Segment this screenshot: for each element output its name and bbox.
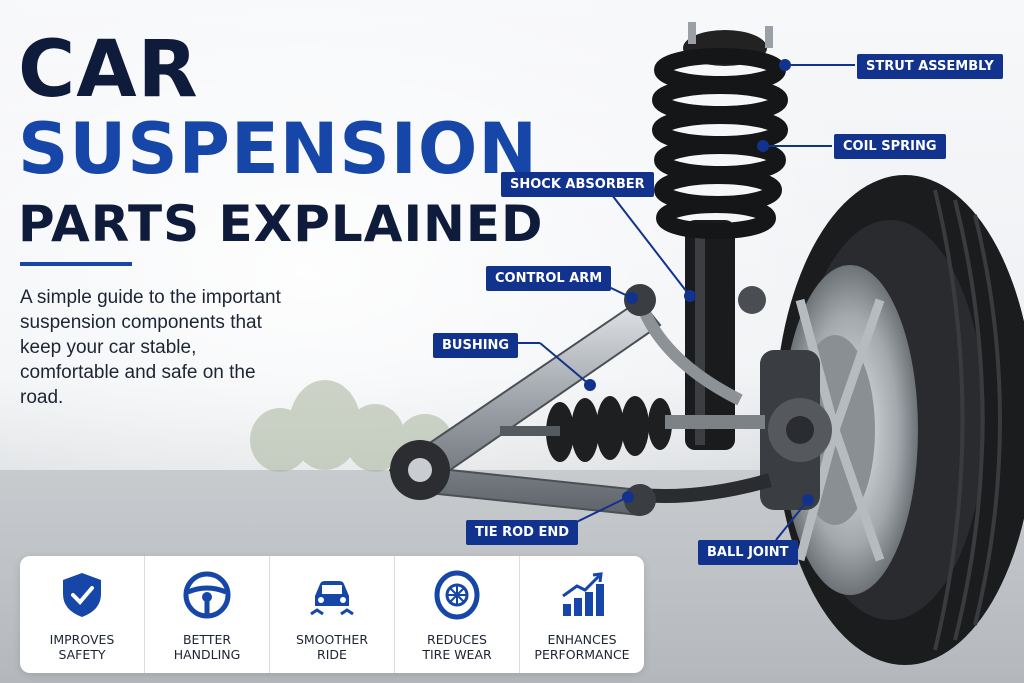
label-coil-spring: COIL SPRING <box>834 134 946 159</box>
label-bushing: BUSHING <box>433 333 519 358</box>
car-bumps-icon <box>310 581 354 616</box>
benefit-label-line1: SMOOTHER <box>295 632 368 647</box>
title-underline <box>20 262 132 266</box>
suspension-illustration <box>388 22 1024 665</box>
label-ball-joint: BALL JOINT <box>698 540 798 565</box>
benefit-label-line1: ENHANCES <box>547 632 617 647</box>
subtitle-text: A simple guide to the important suspensi… <box>20 287 281 408</box>
title-line-suspension: SUSPENSION <box>18 108 538 190</box>
label-tie-rod-end: TIE ROD END <box>466 520 579 545</box>
tire-icon <box>434 570 480 620</box>
label-strut-assembly: STRUT ASSEMBLY <box>857 54 1003 79</box>
benefit-label-line2: TIRE WEAR <box>422 647 492 662</box>
benefit-label-line1: REDUCES <box>427 632 487 647</box>
benefit-label-line2: PERFORMANCE <box>534 647 630 662</box>
benefit-label-line2: HANDLING <box>173 647 241 662</box>
label-control-arm: CONTROL ARM <box>486 266 612 291</box>
title-line-car: CAR <box>18 25 199 115</box>
benefit-label-line1: IMPROVES <box>49 632 115 647</box>
steering-wheel-icon <box>183 571 231 619</box>
benefit-label-line2: SAFETY <box>58 647 106 662</box>
benefit-label-line2: RIDE <box>317 647 347 662</box>
bar-chart-up-icon <box>562 572 604 616</box>
shield-check-icon <box>63 573 101 617</box>
benefit-label-line1: BETTER <box>182 632 232 647</box>
title-line-parts-explained: PARTS EXPLAINED <box>18 195 544 253</box>
label-shock-absorber: SHOCK ABSORBER <box>501 172 654 197</box>
